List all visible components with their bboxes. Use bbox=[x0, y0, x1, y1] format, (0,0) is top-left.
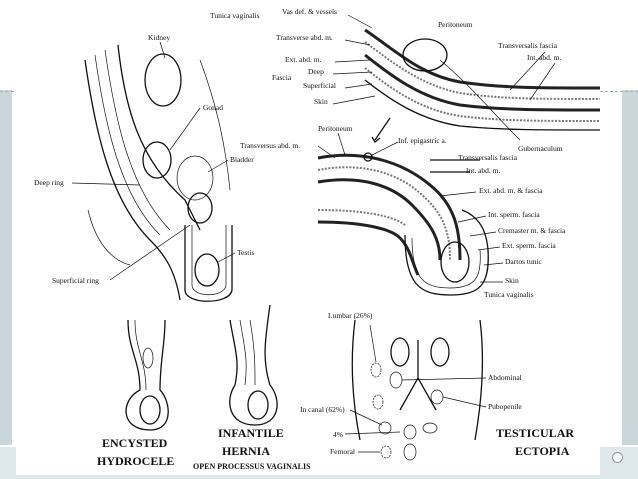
hydrocele-cyst-shape bbox=[142, 347, 154, 369]
label-4pct: 4% bbox=[333, 430, 343, 439]
kidney-shape bbox=[144, 53, 182, 107]
label-inf-epigastric: Inf. epigastric a. bbox=[398, 136, 447, 145]
inguinal-canal-layers-figure bbox=[317, 152, 489, 296]
label-lumbar: Lumbar (26%) bbox=[328, 311, 373, 320]
slide-divider-left bbox=[0, 91, 30, 92]
caption-hernia: HERNIA bbox=[222, 444, 270, 458]
ectopia-scrotal-position bbox=[403, 443, 417, 461]
hernia-testis-shape bbox=[247, 390, 269, 420]
caption-infantile: INFANTILE bbox=[218, 426, 284, 440]
label-gonad: Gonad bbox=[203, 103, 223, 112]
label-skin-top: Skin bbox=[314, 97, 328, 106]
caption-ectopia: ECTOPIA bbox=[515, 444, 570, 458]
ectopia-kidney-left bbox=[390, 337, 410, 367]
gonad-shape bbox=[142, 141, 172, 179]
caption-hydrocele: HYDROCELE bbox=[97, 454, 174, 468]
ectopia-perineal-position bbox=[403, 424, 417, 440]
ectopia-canal-position bbox=[378, 421, 392, 435]
label-cremaster: Cremaster m. & fascia bbox=[498, 226, 566, 235]
testis-scrotal-shape bbox=[194, 253, 220, 287]
label-int-abd-mid: Int. abd. m. bbox=[466, 166, 500, 175]
bladder-shape bbox=[176, 155, 214, 201]
label-in-canal: In canal (62%) bbox=[300, 405, 345, 414]
slide-right-accent-bar bbox=[622, 90, 638, 445]
label-transversalis-fascia-top: Transversalis fascia bbox=[498, 41, 558, 50]
abdominal-wall-cross-section bbox=[364, 28, 601, 141]
label-tunica-vaginalis-mid: Tunica vaginalis bbox=[484, 290, 534, 299]
label-superficial: Superficial bbox=[303, 81, 336, 90]
testis-descent-figure bbox=[84, 44, 233, 302]
label-skin-mid: Skin bbox=[505, 276, 519, 285]
label-deep-ring: Deep ring bbox=[34, 178, 64, 187]
slide-bullet-icon bbox=[612, 452, 623, 463]
testis-canal-shape bbox=[440, 241, 470, 283]
label-transverse-abd: Transverse abd. m. bbox=[276, 33, 333, 42]
label-testis: Testis bbox=[237, 248, 254, 257]
slide-divider-right bbox=[600, 91, 638, 92]
caption-testicular: TESTICULAR bbox=[496, 426, 574, 440]
arrow-down-icon bbox=[374, 117, 391, 141]
label-transversalis-fascia-mid: Transversalis fascia bbox=[458, 153, 518, 162]
label-transversus-abd-mid: Transversus abd. m. bbox=[240, 141, 300, 150]
label-bladder: Bladder bbox=[230, 155, 254, 164]
label-abdominal: Abdominal bbox=[488, 373, 522, 382]
label-vas-def: Vas def. & vessels bbox=[282, 7, 337, 16]
label-pubopenile: Pubopenile bbox=[488, 402, 522, 411]
label-gubernaculum: Gubernaculum bbox=[518, 144, 563, 153]
testis-mid-shape bbox=[187, 192, 213, 224]
ectopia-femoral-position bbox=[380, 445, 392, 459]
label-kidney: Kidney bbox=[148, 33, 170, 42]
label-superficial-ring: Superficial ring bbox=[52, 276, 99, 285]
label-ext-abd-fascia: Ext. abd. m. & fascia bbox=[479, 186, 543, 195]
hydrocele-testis-shape bbox=[139, 395, 161, 425]
encysted-hydrocele-figure bbox=[125, 319, 169, 431]
testis-in-wall-shape bbox=[402, 38, 448, 72]
epigastric-vessel-shape bbox=[363, 152, 373, 162]
ectopia-kidney-right bbox=[430, 337, 450, 367]
infantile-hernia-figure bbox=[229, 304, 278, 426]
label-dartos: Dartos tunic bbox=[505, 257, 543, 266]
label-femoral: Femoral bbox=[330, 447, 355, 456]
caption-open-processus: OPEN PROCESSUS VAGINALIS bbox=[193, 462, 311, 471]
label-int-sperm-fascia: Int. sperm. fascia bbox=[488, 210, 540, 219]
label-ext-sperm-fascia: Ext. sperm. fascia bbox=[502, 241, 556, 250]
ectopia-penile-position bbox=[422, 422, 438, 434]
label-peritoneum-mid: Peritoneum bbox=[318, 124, 353, 133]
label-int-abd-top: Int. abd. m. bbox=[527, 53, 561, 62]
label-tunica-vaginalis-top: Tunica vaginalis bbox=[210, 11, 260, 20]
testicular-ectopia-figure bbox=[351, 319, 484, 461]
caption-encysted: ENCYSTED bbox=[102, 436, 168, 450]
illustration-background bbox=[16, 0, 600, 475]
label-peritoneum-top: Peritoneum bbox=[438, 20, 473, 29]
label-fascia: Fascia bbox=[272, 73, 292, 82]
ectopia-iliac-position bbox=[372, 394, 384, 410]
ectopia-lumbar-position bbox=[370, 362, 382, 378]
label-deep: Deep bbox=[308, 67, 324, 76]
label-ext-abd: Ext. abd. m. bbox=[285, 55, 322, 64]
slide-left-accent-bar bbox=[0, 90, 12, 445]
